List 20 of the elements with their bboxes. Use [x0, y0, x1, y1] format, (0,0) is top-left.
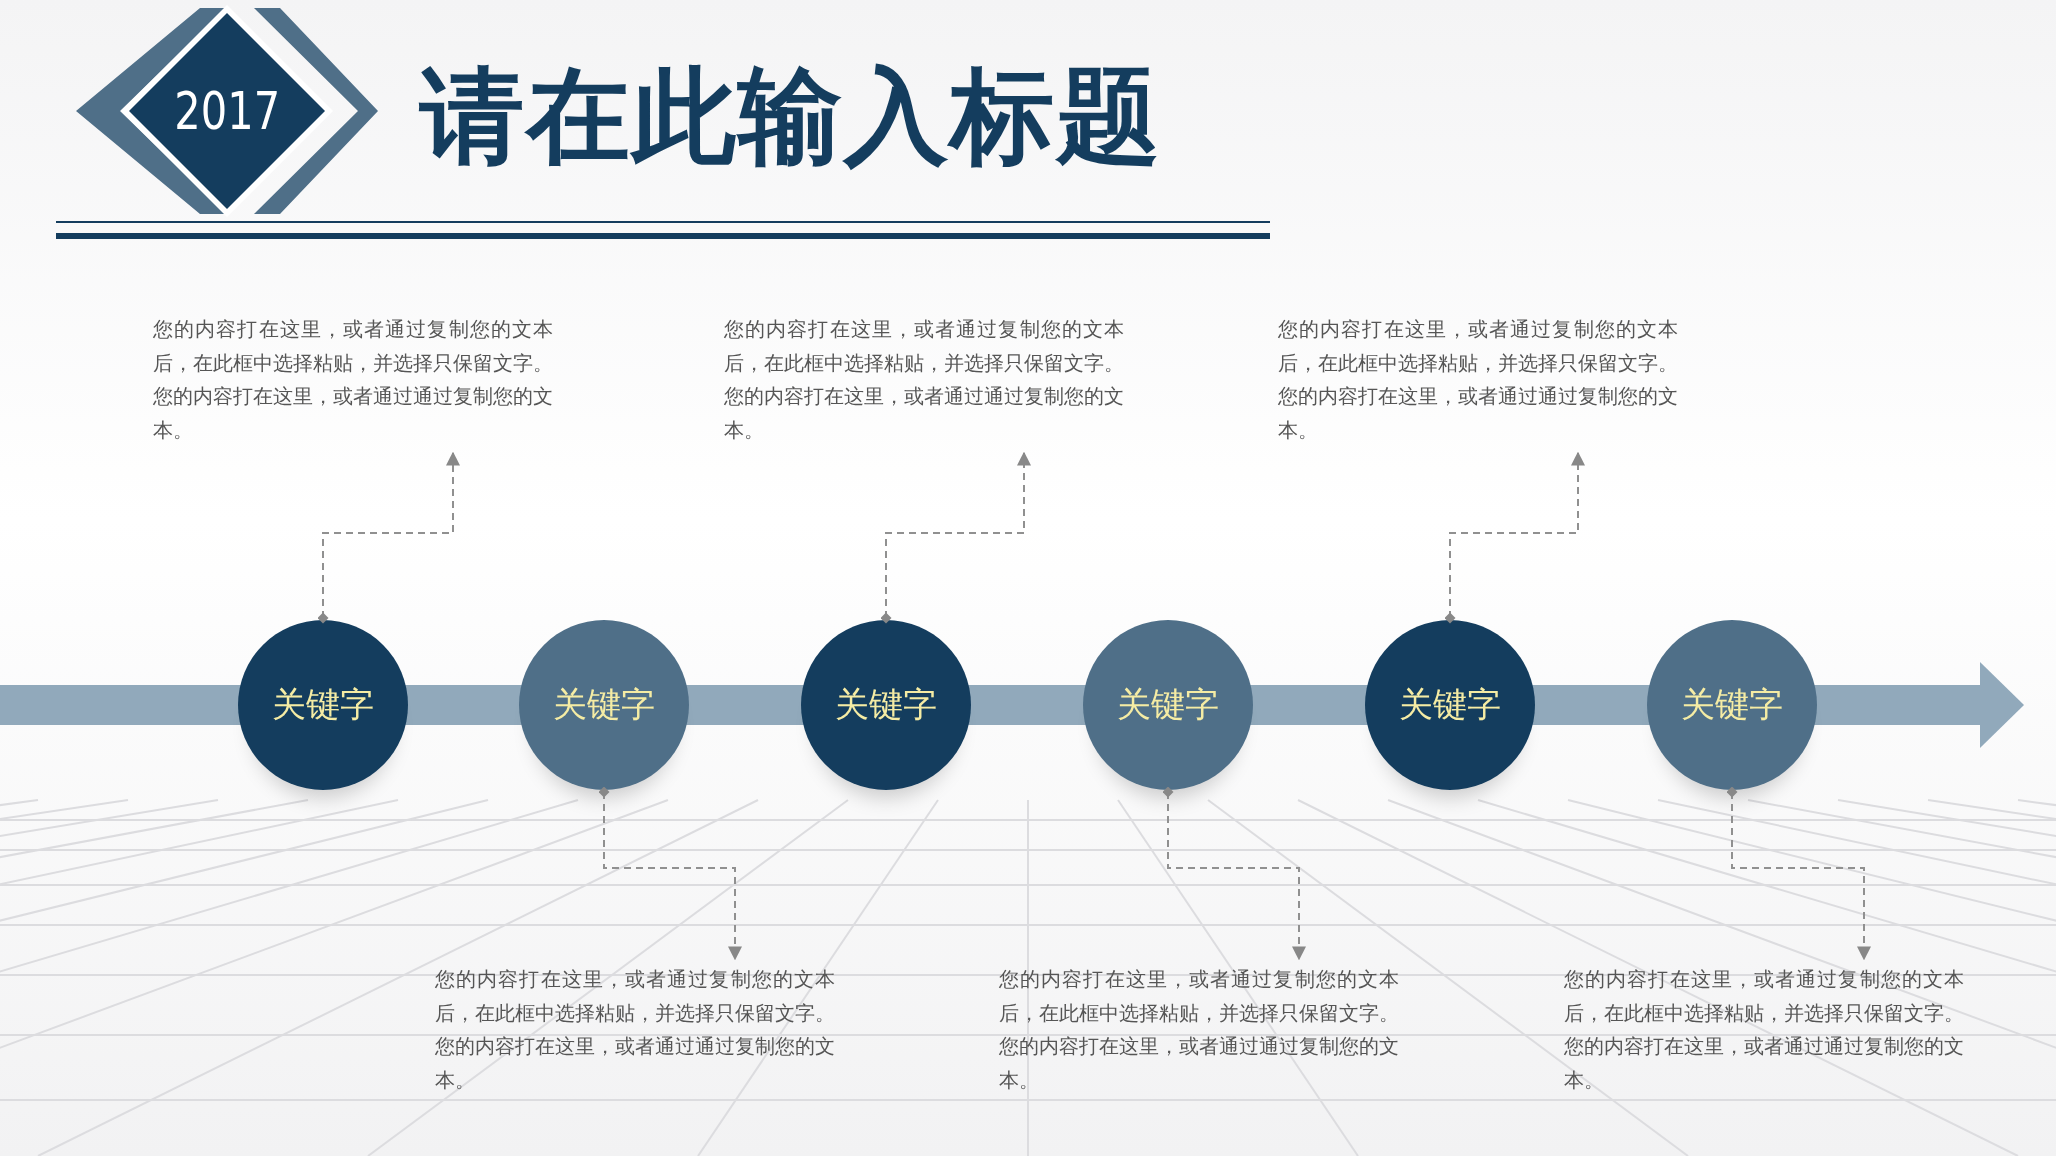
keyword-circle: 关键字: [519, 620, 689, 790]
description-text: 您的内容打在这里，或者通过复制您的文本后，在此框中选择粘贴，并选择只保留文字。您的内容打在这里，或者通过通过复制您的文本。: [153, 313, 553, 447]
leader-arrow: [1162, 786, 1306, 961]
leader-arrow: [317, 451, 460, 624]
year-badge: 2017: [119, 3, 335, 219]
keyword-circle: 关键字: [1083, 620, 1253, 790]
leader-arrow: [1444, 451, 1585, 624]
description-text: 您的内容打在这里，或者通过复制您的文本后，在此框中选择粘贴，并选择只保留文字。您的内容打在这里，或者通过通过复制您的文本。: [1278, 313, 1678, 447]
leader-arrow: [598, 786, 742, 961]
leader-arrow: [1726, 786, 1871, 961]
description-text: 您的内容打在这里，或者通过复制您的文本后，在此框中选择粘贴，并选择只保留文字。您的内容打在这里，或者通过通过复制您的文本。: [999, 963, 1399, 1097]
keyword-circle: 关键字: [801, 620, 971, 790]
keyword-circle: 关键字: [1365, 620, 1535, 790]
description-text: 您的内容打在这里，或者通过复制您的文本后，在此框中选择粘贴，并选择只保留文字。您的内容打在这里，或者通过通过复制您的文本。: [1564, 963, 1964, 1097]
description-text: 您的内容打在这里，或者通过复制您的文本后，在此框中选择粘贴，并选择只保留文字。您的内容打在这里，或者通过通过复制您的文本。: [724, 313, 1124, 447]
leader-arrow: [880, 451, 1031, 624]
title: 请在此输入标题: [420, 54, 1162, 179]
keyword-circle: 关键字: [1647, 620, 1817, 790]
description-text: 您的内容打在这里，或者通过复制您的文本后，在此框中选择粘贴，并选择只保留文字。您的内容打在这里，或者通过通过复制您的文本。: [435, 963, 835, 1097]
keyword-circle: 关键字: [238, 620, 408, 790]
